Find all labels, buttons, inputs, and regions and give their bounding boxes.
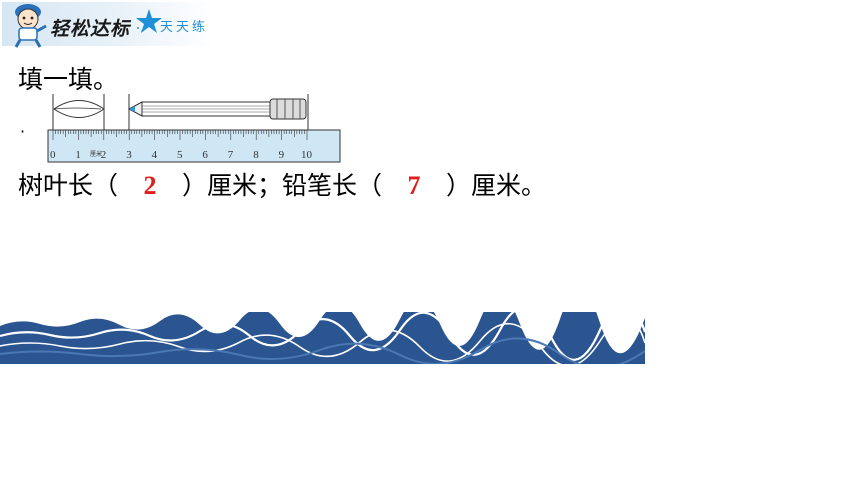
leaf-prompt: 树叶长（ <box>18 171 119 200</box>
banner-tag: 天天练 <box>160 20 209 35</box>
pencil-answer[interactable]: 7 <box>407 171 421 200</box>
star-icon <box>136 9 162 33</box>
ruler-unit-label: 厘米 <box>90 150 102 158</box>
answer-sentence: 树叶长（ 2 ）厘米；铅笔长（ 7 ）厘米。 <box>18 166 546 202</box>
wave-decoration <box>0 312 645 364</box>
ruler-tick-label: 4 <box>152 149 158 161</box>
ruler-tick-label: 9 <box>279 149 285 161</box>
leaf-answer[interactable]: 2 <box>143 171 157 200</box>
banner-title: 轻松达标 <box>50 18 131 40</box>
sentence-end: ）厘米。 <box>446 171 547 200</box>
pencil-prompt: ）厘米；铅笔长（ <box>182 171 383 200</box>
ruler-tick-label: 2 <box>101 149 107 161</box>
pencil-icon <box>127 98 307 120</box>
measurement-figure: 0 1 2 3 4 5 6 7 8 9 10 厘米 <box>47 94 341 163</box>
ruler-icon <box>47 129 341 163</box>
leaf-icon <box>53 100 105 118</box>
ruler-labels: 0 1 2 3 4 5 6 7 8 9 10 <box>50 149 313 161</box>
section-banner: 轻松达标 天天练 <box>2 2 216 48</box>
ruler-tick-label: 10 <box>301 149 313 161</box>
ruler-ticks <box>52 130 308 140</box>
bullet-dot: · <box>20 122 26 141</box>
ruler-tick-label: 3 <box>126 149 132 161</box>
exercise-heading: 填一填。 <box>18 65 119 94</box>
ruler-tick-label: 6 <box>202 149 208 161</box>
ruler-tick-label: 8 <box>253 149 259 161</box>
mascot-icon <box>14 4 47 48</box>
ruler-tick-label: 0 <box>50 149 56 161</box>
ruler-tick-label: 7 <box>228 149 234 161</box>
ruler-tick-label: 5 <box>177 149 183 161</box>
ruler-tick-label: 1 <box>75 149 81 161</box>
